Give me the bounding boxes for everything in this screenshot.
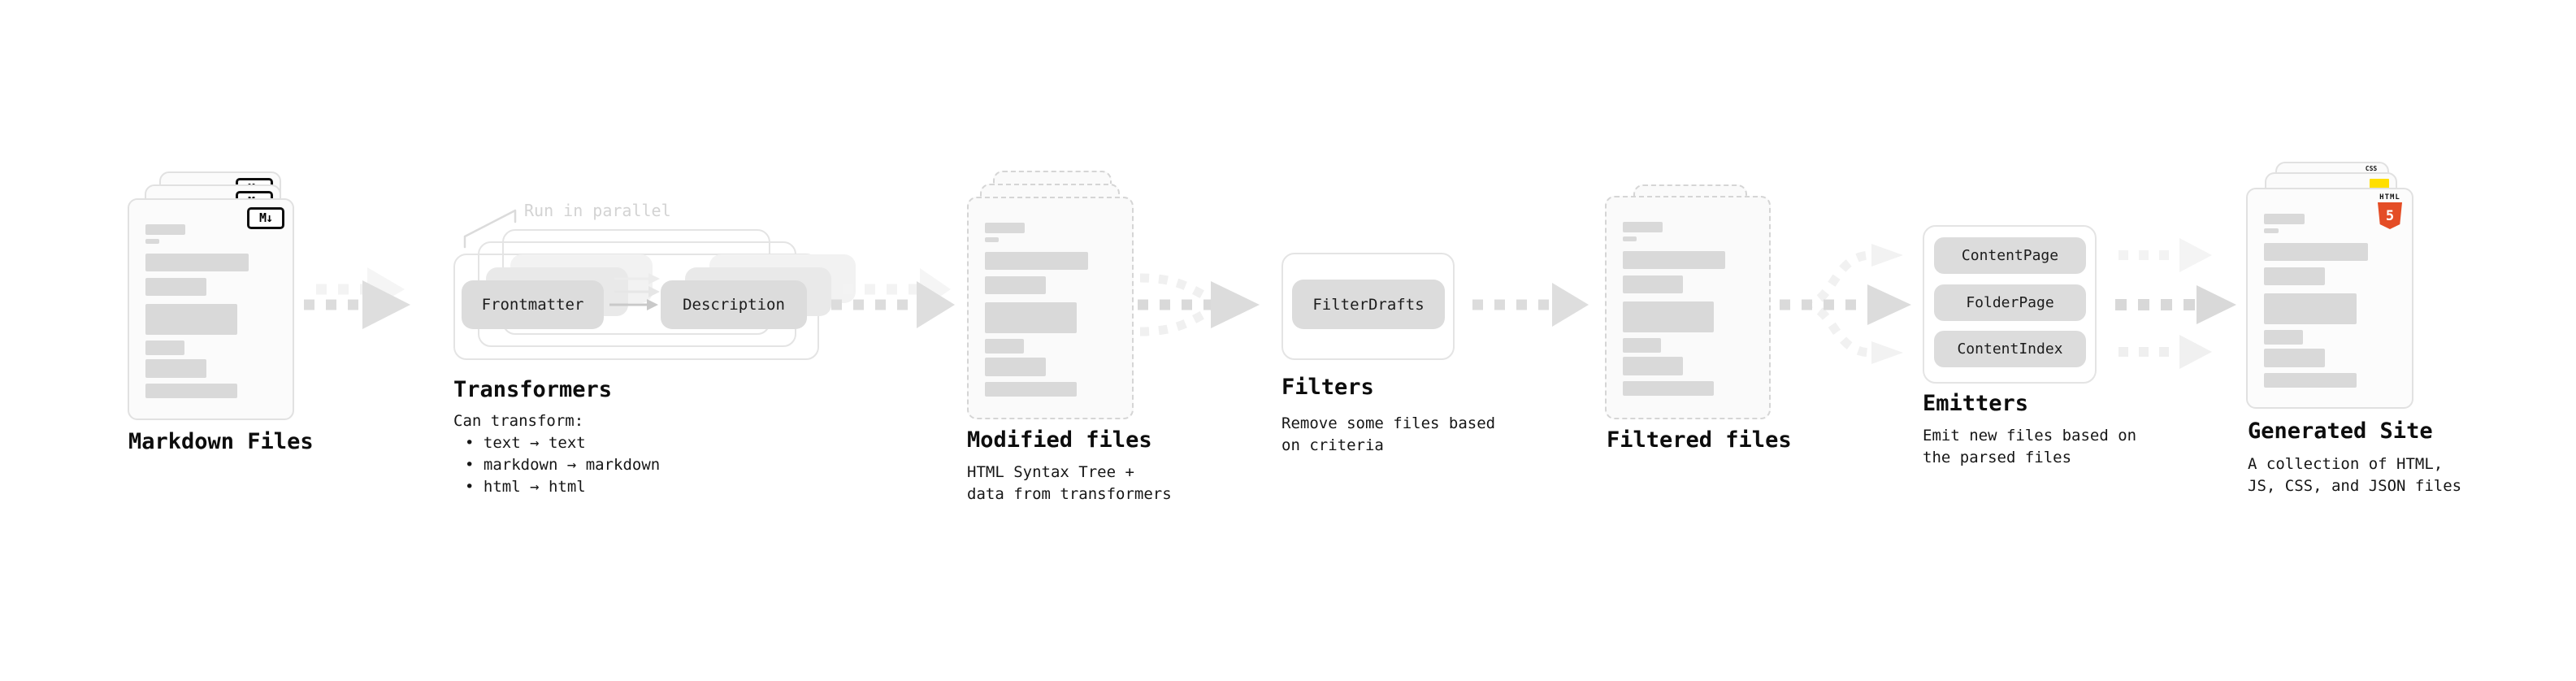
text-placeholder-bar bbox=[145, 239, 160, 244]
text-placeholder-bar bbox=[985, 237, 1000, 242]
document-text-placeholder bbox=[1623, 222, 1751, 396]
text-placeholder-bar bbox=[2264, 373, 2357, 388]
emitters-description: Emit new files based on the parsed files bbox=[1923, 425, 2136, 469]
arrow-modified-to-filters-converge bbox=[1138, 273, 1260, 336]
arrow-filters-to-filtered bbox=[1472, 283, 1589, 327]
text-placeholder-bar bbox=[145, 340, 184, 355]
text-placeholder-bar bbox=[2264, 330, 2303, 345]
text-placeholder-bar bbox=[1623, 222, 1663, 232]
document-text-placeholder bbox=[145, 224, 275, 398]
text-placeholder-bar bbox=[1623, 251, 1726, 269]
text-placeholder-bar bbox=[2264, 267, 2326, 285]
text-placeholder-bar bbox=[145, 278, 206, 296]
filters-description: Remove some files based on criteria bbox=[1281, 413, 1495, 457]
generated-desc-line: JS, CSS, and JSON files bbox=[2248, 477, 2462, 495]
markdown-icon: M↓ bbox=[247, 207, 284, 229]
text-placeholder-bar bbox=[1623, 236, 1637, 241]
arrow-transformers-to-modified bbox=[831, 268, 955, 328]
modified-files-title: Modified files bbox=[967, 427, 1152, 453]
folderpage-pill: FolderPage bbox=[1934, 284, 2086, 321]
run-in-parallel-leader-line bbox=[463, 209, 517, 249]
modified-desc-line: HTML Syntax Tree + bbox=[967, 463, 1134, 481]
filtered-files-title: Filtered files bbox=[1607, 427, 1792, 453]
modified-desc-line: data from transformers bbox=[967, 485, 1172, 503]
contentpage-pill: ContentPage bbox=[1934, 237, 2086, 274]
frontmatter-pill: Frontmatter bbox=[462, 280, 604, 329]
transformers-bullet: • text → text bbox=[465, 434, 586, 452]
text-placeholder-bar bbox=[1623, 338, 1662, 353]
text-placeholder-bar bbox=[985, 382, 1077, 397]
text-placeholder-bar bbox=[145, 304, 237, 335]
transformers-description: Can transform: • text → text • markdown … bbox=[453, 410, 660, 498]
transform-step-arrow-front bbox=[609, 299, 658, 310]
description-pill: Description bbox=[661, 280, 807, 329]
text-placeholder-bar bbox=[1623, 301, 1715, 332]
document-text-placeholder bbox=[2264, 214, 2394, 388]
html5-icon-word: HTML bbox=[2379, 193, 2400, 202]
text-placeholder-bar bbox=[985, 339, 1024, 354]
text-placeholder-bar bbox=[2264, 214, 2305, 224]
html5-icon: HTML 5 bbox=[2374, 193, 2405, 229]
filters-desc-line: Remove some files based bbox=[1281, 414, 1496, 432]
text-placeholder-bar bbox=[2264, 293, 2357, 324]
css-icon-label: CSS bbox=[2365, 165, 2378, 172]
text-placeholder-bar bbox=[2264, 349, 2326, 367]
markdown-files-title: Markdown Files bbox=[128, 429, 314, 454]
text-placeholder-bar bbox=[1623, 381, 1715, 396]
text-placeholder-bar bbox=[985, 223, 1026, 233]
text-placeholder-bar bbox=[1623, 275, 1684, 293]
text-placeholder-bar bbox=[145, 384, 237, 398]
generated-file-html: HTML 5 bbox=[2246, 188, 2413, 409]
emitters-desc-line: Emit new files based on bbox=[1923, 427, 2137, 445]
arrow-emitters-to-generated-middle bbox=[2115, 285, 2236, 324]
arrow-emitters-to-generated-top bbox=[2118, 238, 2212, 272]
js-icon bbox=[2370, 179, 2389, 189]
generated-site-description: A collection of HTML, JS, CSS, and JSON … bbox=[2248, 453, 2461, 497]
text-placeholder-bar bbox=[145, 254, 249, 271]
transformers-desc-heading: Can transform: bbox=[453, 412, 584, 430]
transformers-bullet: • markdown → markdown bbox=[465, 456, 661, 474]
html5-icon-shield: 5 bbox=[2378, 202, 2402, 229]
arrow-filtered-to-emitters-diverge bbox=[1780, 244, 1911, 364]
transform-step-arrow-middle bbox=[614, 286, 660, 297]
text-placeholder-bar bbox=[2264, 228, 2279, 233]
filtered-file-front bbox=[1605, 196, 1771, 419]
emitters-desc-line: the parsed files bbox=[1923, 449, 2072, 466]
text-placeholder-bar bbox=[145, 224, 186, 235]
filters-desc-line: on criteria bbox=[1281, 436, 1384, 454]
markdown-file-front: M↓ bbox=[128, 198, 294, 420]
generated-desc-line: A collection of HTML, bbox=[2248, 455, 2444, 473]
emitters-title: Emitters bbox=[1923, 391, 2029, 416]
text-placeholder-bar bbox=[985, 302, 1077, 333]
transformers-bullet: • html → html bbox=[465, 478, 586, 496]
html5-icon-number: 5 bbox=[2385, 207, 2395, 224]
document-text-placeholder bbox=[985, 223, 1114, 397]
arrow-markdown-to-transformers bbox=[304, 267, 410, 329]
modified-files-description: HTML Syntax Tree + data from transformer… bbox=[967, 462, 1172, 505]
text-placeholder-bar bbox=[985, 358, 1046, 376]
generated-site-title: Generated Site bbox=[2248, 419, 2433, 444]
text-placeholder-bar bbox=[985, 276, 1046, 294]
text-placeholder-bar bbox=[2264, 243, 2368, 261]
filters-title: Filters bbox=[1281, 375, 1374, 400]
run-in-parallel-annotation: Run in parallel bbox=[524, 201, 671, 220]
filterdrafts-pill: FilterDrafts bbox=[1292, 280, 1445, 329]
modified-file-front bbox=[967, 197, 1134, 419]
text-placeholder-bar bbox=[1623, 357, 1684, 375]
transform-step-arrow-back bbox=[614, 273, 660, 284]
arrow-emitters-to-generated-bottom bbox=[2118, 335, 2212, 369]
contentindex-pill: ContentIndex bbox=[1934, 331, 2086, 367]
text-placeholder-bar bbox=[985, 252, 1089, 270]
text-placeholder-bar bbox=[145, 359, 206, 378]
transformers-title: Transformers bbox=[453, 377, 613, 402]
